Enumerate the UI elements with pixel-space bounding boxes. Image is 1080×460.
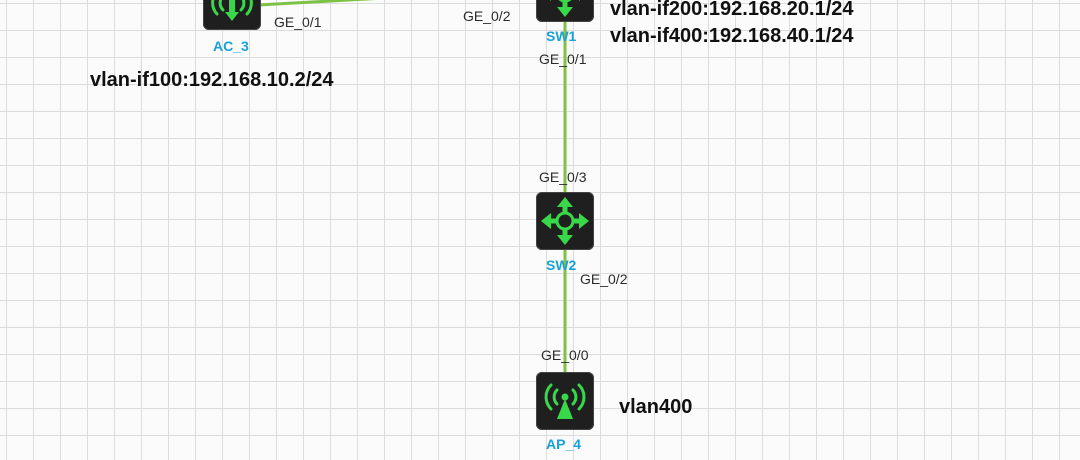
device-label-sw2: SW2 xyxy=(546,257,577,273)
port-label-sw2-ge03: GE_0/3 xyxy=(539,169,587,185)
device-label-ac3: AC_3 xyxy=(213,38,249,54)
note-sw1-vlanif200: vlan-if200:192.168.20.1/24 xyxy=(610,0,854,20)
device-ap4[interactable] xyxy=(536,372,594,430)
note-ap4-vlan400: vlan400 xyxy=(619,396,693,418)
access-point-icon xyxy=(544,383,586,419)
note-ac3-vlanif100: vlan-if100:192.168.10.2/24 xyxy=(90,69,334,91)
wireless-controller-icon xyxy=(211,0,253,21)
port-label-ac3-ge01: GE_0/1 xyxy=(274,14,322,30)
device-sw1[interactable] xyxy=(536,0,594,22)
port-label-sw2-ge02: GE_0/2 xyxy=(580,271,628,287)
device-ac3[interactable] xyxy=(203,0,261,30)
port-label-sw1-ge01: GE_0/1 xyxy=(539,51,587,67)
link-ac3-sw1[interactable] xyxy=(257,0,385,7)
device-sw2[interactable] xyxy=(536,192,594,250)
device-label-sw1: SW1 xyxy=(546,28,577,44)
device-label-ap4: AP_4 xyxy=(546,436,582,452)
switch-icon xyxy=(549,0,581,17)
note-sw1-vlanif400: vlan-if400:192.168.40.1/24 xyxy=(610,25,854,47)
port-label-ap4-ge00: GE_0/0 xyxy=(541,347,589,363)
switch-icon xyxy=(541,197,589,245)
port-label-sw1-ge02: GE_0/2 xyxy=(463,8,511,24)
